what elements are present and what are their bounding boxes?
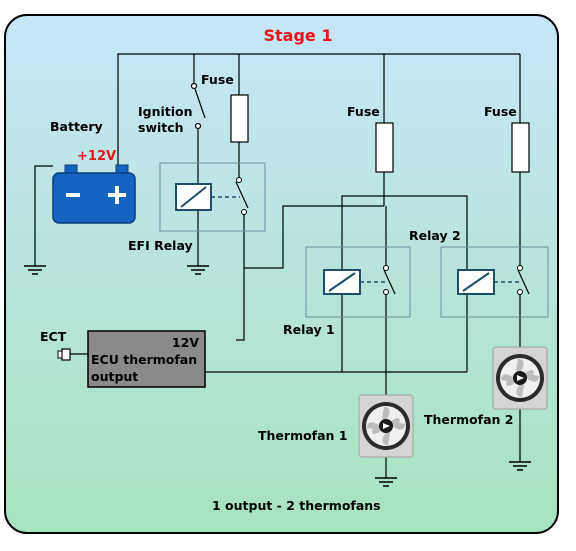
relay-1 <box>305 246 411 318</box>
computer-fan-icon <box>492 346 548 410</box>
ecu-label-line2: output <box>91 369 138 384</box>
ect-connector-icon <box>57 348 71 361</box>
relay-2 <box>440 246 549 318</box>
ecu-voltage-label: 12V <box>172 335 199 350</box>
battery <box>52 164 136 224</box>
diagram-panel <box>4 14 559 534</box>
ect-label: ECT <box>40 329 67 344</box>
fuse-relay1 <box>375 122 394 173</box>
diagram-title: Stage 1 <box>264 26 333 45</box>
wires <box>34 53 521 478</box>
relay1-label: Relay 1 <box>283 322 335 337</box>
battery-label: Battery <box>50 119 103 134</box>
efi-relay-label: EFI Relay <box>128 238 193 253</box>
thermofan2-label: Thermofan 2 <box>424 412 514 427</box>
thermofan1-label: Thermofan 1 <box>258 428 348 443</box>
computer-fan-icon <box>358 394 414 458</box>
fuse-relay2 <box>511 122 530 173</box>
fuse-main <box>230 94 249 143</box>
battery-minus-icon <box>66 193 80 197</box>
ignition-label-line2: switch <box>138 120 184 135</box>
efi-relay <box>159 162 266 232</box>
fuse-relay1-label: Fuse <box>347 104 380 119</box>
diagram-caption: 1 output - 2 thermofans <box>212 498 381 513</box>
ignition-label-line1: Ignition <box>138 104 193 119</box>
relay2-label: Relay 2 <box>409 228 461 243</box>
ignition-switch <box>190 76 206 130</box>
ecu-box: 12V ECU thermofan output <box>87 330 206 388</box>
battery-voltage-label: +12V <box>77 149 116 164</box>
ecu-label-line1: ECU thermofan <box>91 352 197 367</box>
fuse-relay2-label: Fuse <box>484 104 517 119</box>
fuse-main-label: Fuse <box>201 72 234 87</box>
